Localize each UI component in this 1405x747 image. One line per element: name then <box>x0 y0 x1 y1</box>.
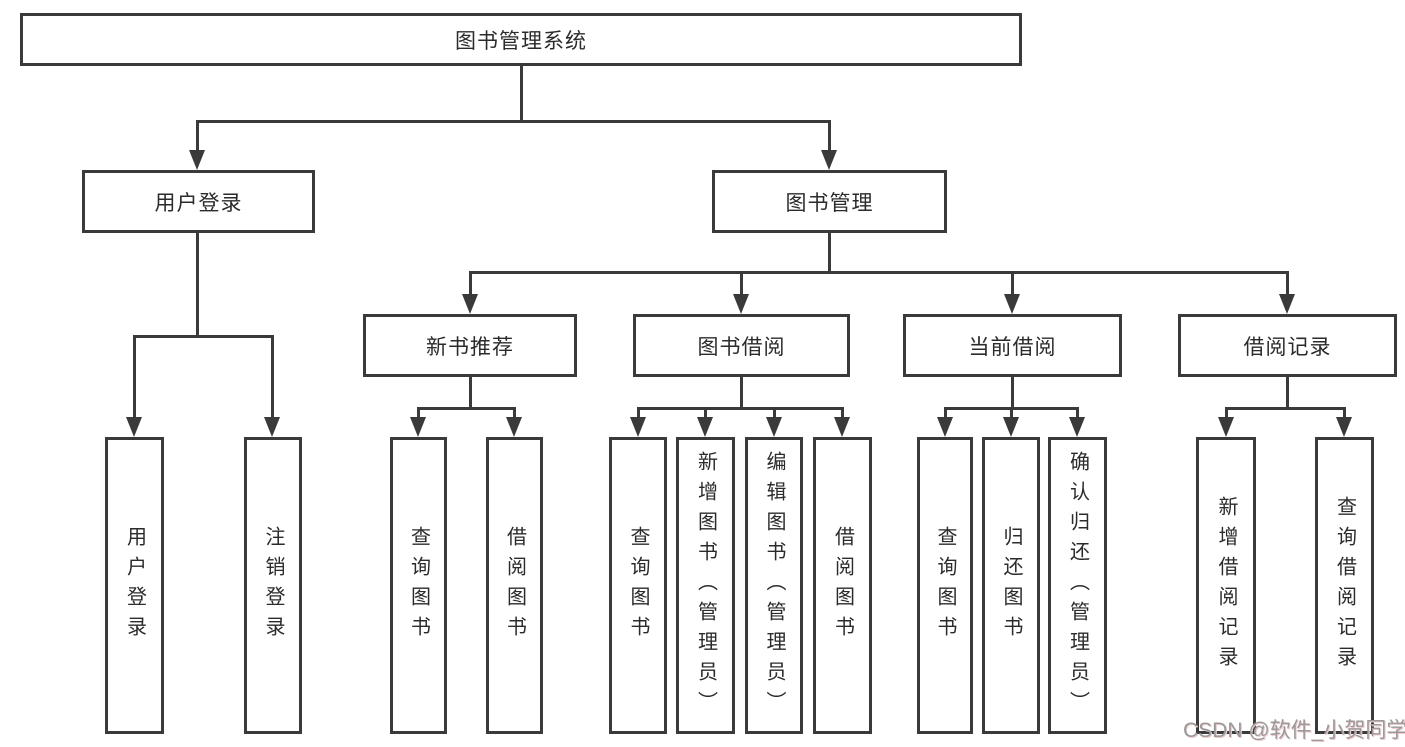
connector-line <box>1343 407 1346 421</box>
leaf-cb-query-book-label: 查询图书 <box>934 525 956 646</box>
node-borrow-records-label: 借阅记录 <box>1243 335 1332 359</box>
connector-line <box>637 407 844 410</box>
leaf-cb-confirm-return-admin: 确认归还（管理员） <box>1048 437 1107 734</box>
connector-line <box>196 120 831 123</box>
node-book-borrow-label: 图书借阅 <box>697 335 786 359</box>
arrow-down-icon <box>1003 417 1019 437</box>
leaf-cb-return-book-label: 归还图书 <box>1000 525 1022 646</box>
node-borrow-records: 借阅记录 <box>1178 314 1397 377</box>
connector-line <box>133 335 274 338</box>
connector-line <box>637 407 640 421</box>
leaf-user-login-label: 用户登录 <box>123 525 146 646</box>
node-user-login: 用户登录 <box>82 170 315 233</box>
node-new-book-recommend-label: 新书推荐 <box>426 335 514 359</box>
leaf-bb-borrow-book: 借阅图书 <box>813 437 872 734</box>
leaf-bb-add-book-admin: 新增图书（管理员） <box>676 437 735 734</box>
arrow-down-icon <box>630 417 646 437</box>
leaf-cb-query-book: 查询图书 <box>917 437 973 734</box>
arrow-down-icon <box>697 417 713 437</box>
arrow-down-icon <box>1279 294 1295 314</box>
leaf-nbr-borrow-book: 借阅图书 <box>486 437 543 734</box>
leaf-br-add-record: 新增借阅记录 <box>1196 437 1256 734</box>
node-book-management: 图书管理 <box>712 170 947 233</box>
arrow-down-icon <box>1004 294 1020 314</box>
connector-line <box>520 66 523 122</box>
leaf-logout-label: 注销登录 <box>262 525 284 646</box>
leaf-logout: 注销登录 <box>244 437 302 734</box>
node-root: 图书管理系统 <box>20 13 1022 66</box>
connector-line <box>740 377 743 409</box>
node-book-management-label: 图书管理 <box>785 191 874 215</box>
connector-line <box>469 271 1289 274</box>
connector-line <box>773 407 776 421</box>
connector-line <box>133 335 136 419</box>
arrow-down-icon <box>1218 417 1234 437</box>
arrow-down-icon <box>1336 417 1352 437</box>
leaf-bb-edit-book-admin: 编辑图书（管理员） <box>745 437 803 734</box>
csdn-watermark: CSDN @软件_小贺同学 <box>1183 719 1405 742</box>
leaf-bb-borrow-book-label: 借阅图书 <box>831 525 854 646</box>
leaf-nbr-query-book-label: 查询图书 <box>407 525 430 646</box>
arrow-down-icon <box>937 417 953 437</box>
connector-line <box>1076 407 1079 421</box>
connector-line <box>271 335 274 419</box>
connector-line <box>944 407 947 421</box>
connector-line <box>417 407 420 421</box>
arrow-down-icon <box>733 294 749 314</box>
leaf-br-add-record-label: 新增借阅记录 <box>1215 495 1237 676</box>
leaf-cb-return-book: 归还图书 <box>982 437 1040 734</box>
connector-line <box>828 233 831 273</box>
connector-line <box>1225 407 1346 410</box>
node-user-login-label: 用户登录 <box>154 191 243 215</box>
node-root-label: 图书管理系统 <box>455 29 587 53</box>
leaf-user-login: 用户登录 <box>105 437 164 734</box>
leaf-bb-add-book-admin-label: 新增图书（管理员） <box>694 450 717 721</box>
leaf-bb-edit-book-admin-label: 编辑图书（管理员） <box>763 450 785 721</box>
connector-line <box>1011 271 1014 296</box>
arrow-down-icon <box>506 417 522 437</box>
arrow-down-icon <box>126 417 142 437</box>
arrow-down-icon <box>264 417 280 437</box>
connector-line <box>841 407 844 421</box>
arrow-down-icon <box>766 417 782 437</box>
node-current-borrow: 当前借阅 <box>903 314 1122 377</box>
connector-line <box>704 407 707 421</box>
connector-line <box>828 120 831 152</box>
connector-line <box>1011 377 1014 409</box>
node-new-book-recommend: 新书推荐 <box>363 314 577 377</box>
leaf-cb-confirm-return-admin-label: 确认归还（管理员） <box>1066 450 1089 721</box>
connector-line <box>469 271 472 296</box>
arrow-down-icon <box>410 417 426 437</box>
leaf-br-query-record-label: 查询借阅记录 <box>1333 495 1356 676</box>
leaf-br-query-record: 查询借阅记录 <box>1315 437 1374 734</box>
connector-line <box>469 377 472 409</box>
arrow-down-icon <box>821 150 837 170</box>
node-current-borrow-label: 当前借阅 <box>968 335 1057 359</box>
node-book-borrow: 图书借阅 <box>633 314 850 377</box>
arrow-down-icon <box>834 417 850 437</box>
connector-line <box>196 233 199 337</box>
connector-line <box>1010 407 1013 421</box>
connector-line <box>513 407 516 421</box>
connector-line <box>417 407 516 410</box>
leaf-nbr-borrow-book-label: 借阅图书 <box>503 525 526 646</box>
leaf-bb-query-book-label: 查询图书 <box>627 525 649 646</box>
connector-line <box>1286 377 1289 409</box>
arrow-down-icon <box>189 150 205 170</box>
arrow-down-icon <box>1069 417 1085 437</box>
leaf-bb-query-book: 查询图书 <box>609 437 667 734</box>
leaf-nbr-query-book: 查询图书 <box>390 437 447 734</box>
connector-line <box>1225 407 1228 421</box>
arrow-down-icon <box>462 294 478 314</box>
connector-line <box>196 120 199 152</box>
connector-line <box>1286 271 1289 296</box>
connector-line <box>740 271 743 296</box>
